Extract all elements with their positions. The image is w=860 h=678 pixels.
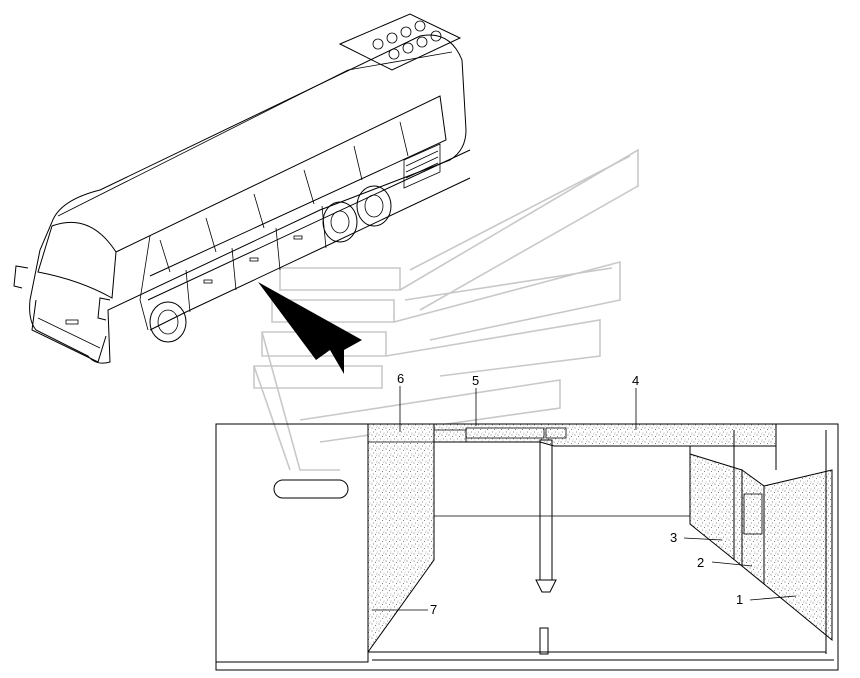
coach-bus-icon [13, 13, 471, 364]
luggage-compartment-cutaway [215, 386, 839, 671]
callout-4: 4 [632, 373, 639, 388]
rear-wheel-2 [356, 185, 392, 227]
rear-wheel-1 [322, 201, 358, 243]
callout-5: 5 [472, 373, 479, 388]
roof-vent-group [372, 20, 442, 60]
callout-6: 6 [397, 371, 404, 386]
brand-watermark-logo [253, 148, 639, 471]
left-side-wall-lining [367, 423, 435, 654]
center-support-post [539, 439, 553, 581]
right-side-wall-lining [763, 469, 833, 642]
callout-3: 3 [670, 530, 677, 545]
ceiling-light-fixture [465, 427, 545, 439]
callout-2: 2 [697, 555, 704, 570]
callout-1: 1 [736, 592, 743, 607]
arrow-pointer-icon [258, 282, 362, 374]
door-handle [273, 479, 349, 499]
door-frame-trim [741, 469, 765, 586]
front-wheel [149, 301, 187, 343]
callout-7: 7 [430, 602, 437, 617]
